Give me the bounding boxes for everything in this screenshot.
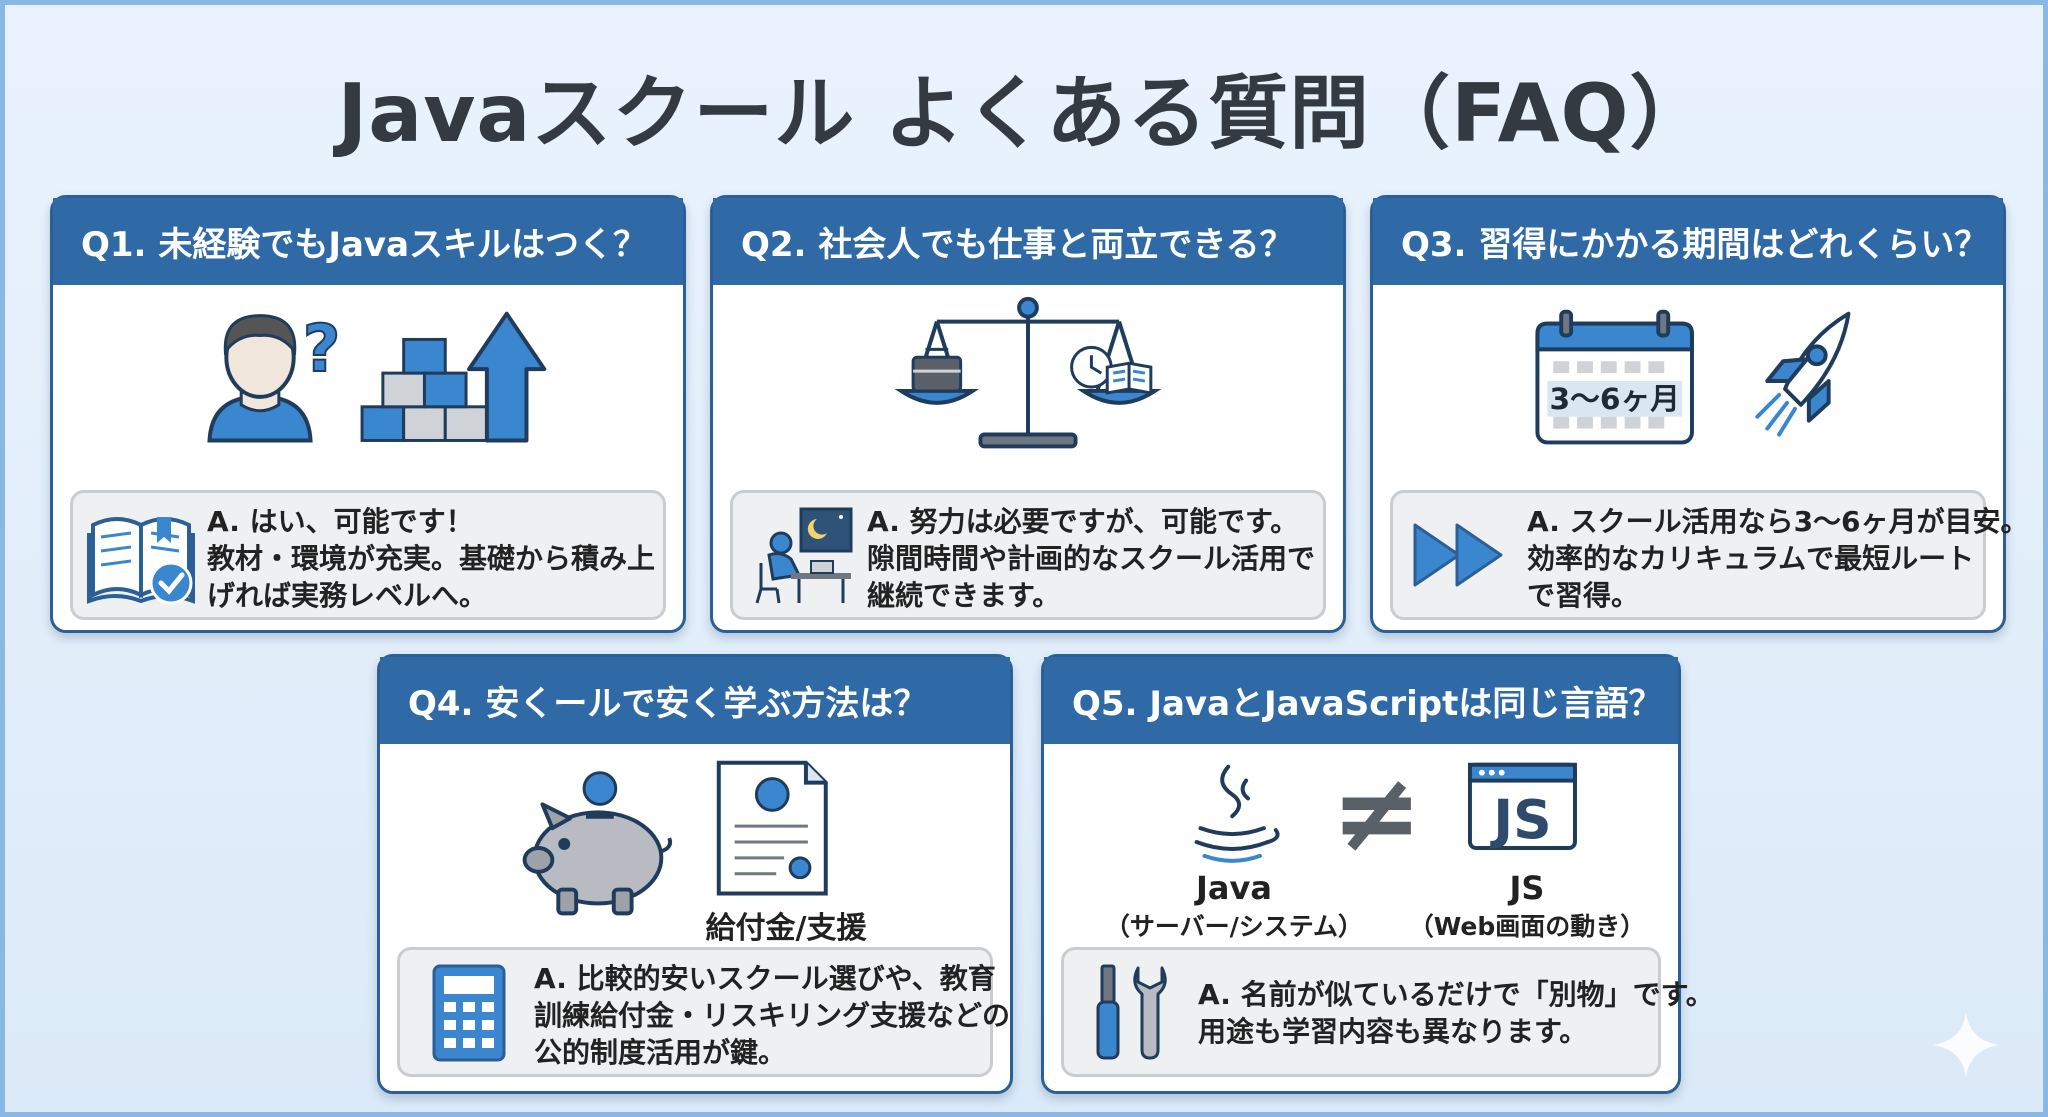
- question-header: Q5. JavaとJavaScriptは同じ言語？: [1044, 657, 1678, 744]
- briefcase-icon: [911, 347, 963, 393]
- certificate-caption: 給付金/支援: [705, 911, 867, 946]
- faq-card-q2: Q2. 社会人でも仕事と両立できる？: [710, 195, 1346, 633]
- q4-illustration: [522, 760, 828, 916]
- book-icon: [1105, 361, 1153, 395]
- sparkle-icon: [1933, 1012, 1999, 1078]
- q1-illustration: ?: [207, 310, 547, 443]
- java-label: Java: [1196, 869, 1272, 907]
- answer-text: A. 比較的安いスクール選びや、教育 訓練給付金・リスキリング支援などの 公的制…: [534, 962, 1011, 1069]
- answer-text: A. 努力は必要ですが、可能です。 隙間時間や計画的なスクール活用で 継続できま…: [867, 505, 1316, 612]
- js-window-icon: [1467, 762, 1577, 850]
- answer-box: A. スクール活用なら3〜6ヶ月が目安。 効率的なカリキュラムで最短ルート で習…: [1390, 490, 2029, 620]
- question-mark-icon: ?: [303, 311, 341, 387]
- answer-box: A. 名前が似ているだけで「別物」です。 用途も学習内容も異なります。: [1061, 947, 1714, 1077]
- answer-box: A. はい、可能です！ 教材・環境が充実。基礎から積み上 げれば実務レベルへ。: [70, 490, 666, 620]
- answer-box: A. 比較的安いスクール選びや、教育 訓練給付金・リスキリング支援などの 公的制…: [397, 947, 1011, 1077]
- faq-card-q1: Q1. 未経験でもJavaスキルはつく？ ?: [50, 195, 686, 633]
- faq-card-q5: Q5. JavaとJavaScriptは同じ言語？ ≠ JS Java （サーバ…: [1041, 654, 1714, 1094]
- q5-illustration: ≠ JS: [1194, 749, 1577, 876]
- q3-illustration: 3〜6ヶ月: [1535, 309, 1851, 445]
- faq-card-q3: Q3. 習得にかかる期間はどれくらい？ 3〜6ヶ月: [1370, 195, 2029, 633]
- answer-text: A. 名前が似ているだけで「別物」です。 用途も学習内容も異なります。: [1198, 978, 1714, 1048]
- answer-box: A. 努力は必要ですが、可能です。 隙間時間や計画的なスクール活用で 継続できま…: [730, 490, 1326, 620]
- not-equal-icon: ≠: [1331, 749, 1422, 876]
- answer-text: A. はい、可能です！ 教材・環境が充実。基礎から積み上 げれば実務レベルへ。: [207, 505, 656, 612]
- question-header: Q4. 安くールで安く学ぶ方法は？: [380, 657, 1010, 744]
- page-title: Javaスクール よくある質問（FAQ）: [337, 67, 1711, 160]
- piggy-bank-icon: [522, 802, 673, 916]
- calendar-label: 3〜6ヶ月: [1549, 382, 1679, 417]
- js-sublabel: （Web画面の動き）: [1408, 912, 1646, 941]
- rocket-icon: [1755, 311, 1851, 437]
- certificate-icon: [716, 760, 828, 896]
- clock-icon: [1070, 345, 1113, 389]
- calculator-icon: [432, 964, 506, 1062]
- person-icon: [207, 314, 313, 443]
- up-arrow-icon: [467, 311, 547, 443]
- q2-illustration: [894, 296, 1162, 449]
- answer-text: A. スクール活用なら3〜6ヶ月が目安。 効率的なカリキュラムで最短ルート で習…: [1527, 505, 2029, 612]
- book-check-icon: [87, 517, 195, 605]
- calendar-grid: [1553, 361, 1665, 429]
- faq-card-q4: Q4. 安くールで安く学ぶ方法は？ 給付金/支援: [377, 654, 1013, 1094]
- fast-forward-icon: [1413, 523, 1503, 587]
- js-badge: JS: [1490, 788, 1551, 851]
- tools-icon: [1096, 964, 1167, 1060]
- question-header: Q1. 未経験でもJavaスキルはつく？: [53, 198, 683, 285]
- js-label: JS: [1509, 869, 1545, 907]
- blocks-icon: [360, 337, 489, 442]
- night-study-icon: [755, 507, 853, 604]
- question-header: Q2. 社会人でも仕事と両立できる？: [713, 198, 1343, 285]
- java-sublabel: （サーバー/システム）: [1104, 912, 1364, 941]
- question-header: Q3. 習得にかかる期間はどれくらい？: [1373, 198, 2003, 285]
- coin-icon: [582, 771, 618, 806]
- java-cup-icon: [1194, 764, 1280, 863]
